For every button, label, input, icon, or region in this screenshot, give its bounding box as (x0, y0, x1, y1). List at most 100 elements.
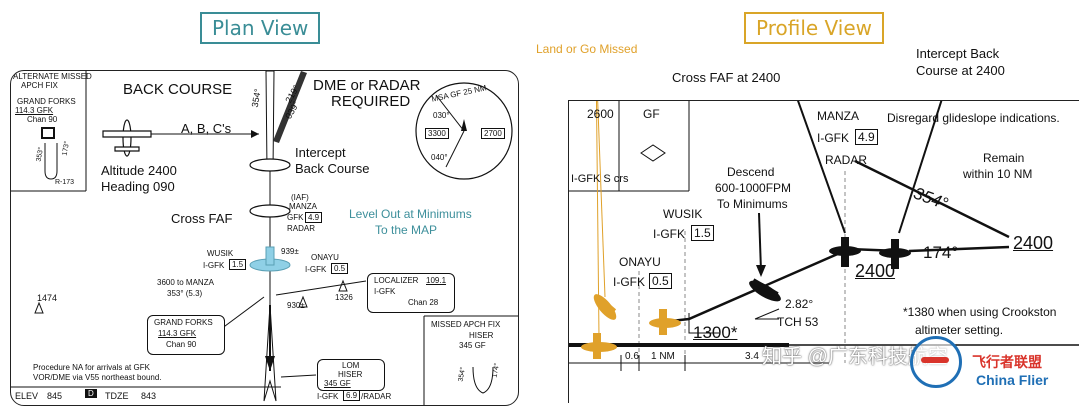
profile-wusik-dist: 1.5 (691, 225, 714, 241)
intercept-back-1: Intercept Back (916, 46, 1000, 61)
vor-dme-icon (41, 127, 55, 139)
descend-line2: 600-1000FPM (715, 181, 792, 195)
localizer-box: LOCALIZER 109.1 I-GFK Chan 28 (367, 273, 455, 313)
wusik-dist: 1.5 (229, 259, 247, 270)
remain-line1: Remain (983, 151, 1025, 165)
msa-030: 030° (433, 111, 450, 120)
intercept-line1: Intercept (295, 145, 346, 160)
profile-igfk-scrs: I-GFK S crs (571, 173, 629, 185)
note-line2: VOR/DME via V55 northeast bound. (33, 373, 162, 382)
msa-040: 040° (431, 153, 448, 162)
onayu-dist: 0.5 (331, 263, 349, 274)
intercept-back-2: Course at 2400 (916, 63, 1005, 78)
msa-3300: 3300 (425, 128, 449, 139)
note-line1: Procedure NA for arrivals at GFK (33, 363, 150, 372)
profile-tch: TCH 53 (777, 315, 819, 329)
gf-box-line1: GRAND FORKS (154, 318, 213, 327)
profile-2400-mid: 2400 (855, 261, 896, 281)
profile-gf: GF (643, 107, 660, 121)
cross-faf-label: Cross FAF (171, 211, 233, 226)
profile-wusik: WUSIK (663, 207, 703, 221)
profile-angle: 2.82° (785, 297, 814, 311)
crookston-line2: altimeter setting. (915, 323, 1004, 337)
onayu-igfk: I-GFK (305, 265, 327, 274)
cross-faf-2400: Cross FAF at 2400 (672, 70, 781, 85)
profile-onayu-dist: 0.5 (649, 273, 672, 289)
wusik-igfk: I-GFK (203, 261, 225, 270)
remain-line2: within 10 NM (963, 167, 1033, 181)
level-out-line1: Level Out at Minimums (349, 207, 472, 221)
chan-tl: Chan 90 (27, 115, 58, 124)
dist-34: 3.4 (745, 351, 759, 362)
msa-2700: 2700 (481, 128, 505, 139)
profile-radar: RADAR (825, 153, 868, 167)
loc-freq: 109.1 (426, 276, 447, 285)
descend-line3: To Minimums (717, 197, 788, 211)
intercept-line2: Back Course (295, 161, 370, 176)
profile-disregard: Disregard glideslope indications. (887, 111, 1060, 125)
back-course-label: BACK COURSE (123, 81, 233, 98)
d-icon: D (85, 389, 97, 398)
profile-manza-dist: 4.9 (855, 129, 878, 145)
radial-r173: R-173 (55, 179, 75, 186)
elev-value: 845 (47, 391, 63, 401)
to-manza-line2: 353° (5.3) (167, 289, 203, 298)
to-manza-line1: 3600 to MANZA (157, 278, 214, 287)
wusik-label: WUSIK (207, 249, 234, 258)
lom-hiser: HISER (338, 370, 363, 379)
land-or-go-label: Land or Go Missed (536, 42, 638, 56)
lom-box: LOM HISER 345 GF (317, 359, 385, 391)
lom-dist: 6.9 (343, 390, 361, 401)
manza-radar: RADAR (287, 224, 316, 233)
loc-chan: Chan 28 (408, 298, 439, 307)
lom-radar: /RADAR (361, 392, 392, 401)
manza-label: MANZA (289, 202, 317, 211)
plan-view-title: Plan View (200, 12, 321, 44)
zhihu-watermark: 知乎 @广东科技航空 (762, 346, 948, 368)
level-out-line2: To the MAP (375, 223, 438, 237)
plan-view-drawing (11, 71, 518, 405)
gf-box-line3: Chan 90 (166, 340, 197, 349)
alt-missed-line2: APCH FIX (21, 81, 58, 90)
manza-gfk: GFK (287, 213, 304, 222)
elev-930: 930± (287, 301, 305, 310)
tdze-value: 843 (141, 391, 157, 401)
profile-onayu: ONAYU (619, 255, 661, 269)
gf-box-line2: 114.3 GFK (158, 329, 197, 338)
gfk-tl: 114.3 GFK (15, 106, 54, 115)
elev-1326: 1326 (335, 293, 353, 302)
grand-forks-box: GRAND FORKS 114.3 GFK Chan 90 (147, 315, 225, 355)
dist-06: 0.6 (625, 351, 639, 362)
iaf-label: (IAF) (291, 193, 309, 202)
profile-view-panel: 2600 GF I-GFK S crs MANZA I-GFK 4.9 RADA… (568, 100, 1079, 403)
elev-939: 939± (281, 247, 299, 256)
abc-label: A, B, C's (181, 121, 232, 136)
manza-dist: 4.9 (305, 212, 323, 223)
profile-onayu-igfk: I-GFK (613, 275, 645, 289)
elev-label: ELEV (15, 391, 39, 401)
profile-view-title: Profile View (744, 12, 885, 44)
lom-label: LOM (342, 361, 360, 370)
hiser-right: HISER (469, 331, 494, 340)
profile-174: 174° (923, 243, 959, 262)
onayu-label: ONAYU (311, 253, 339, 262)
heading-label: Heading 090 (101, 179, 175, 194)
alt-missed-line1: ALTERNATE MISSED (13, 72, 92, 81)
hiser-345-right: 345 GF (459, 341, 486, 350)
elev-1474: 1474 (37, 293, 58, 303)
missed-fix-label: MISSED APCH FIX (431, 320, 501, 329)
brand-en: China Flier (976, 372, 1049, 388)
dme-radar-line1: DME or RADAR (313, 77, 421, 94)
profile-manza-igfk: I-GFK (817, 131, 849, 145)
altitude-label: Altitude 2400 (101, 163, 177, 178)
crookston-line1: *1380 when using Crookston (903, 305, 1057, 319)
dme-radar-line2: REQUIRED (331, 93, 411, 110)
profile-view-drawing (569, 101, 1079, 371)
lom-freq: 345 GF (324, 379, 351, 388)
loc-label: LOCALIZER (374, 276, 419, 285)
descend-line1: Descend (727, 165, 775, 179)
profile-1300: 1300* (693, 323, 738, 342)
plan-view-panel: ALTERNATE MISSED APCH FIX GRAND FORKS 11… (10, 70, 519, 406)
china-flier-logo-icon (910, 336, 962, 388)
grand-forks-tl: GRAND FORKS (17, 97, 76, 106)
